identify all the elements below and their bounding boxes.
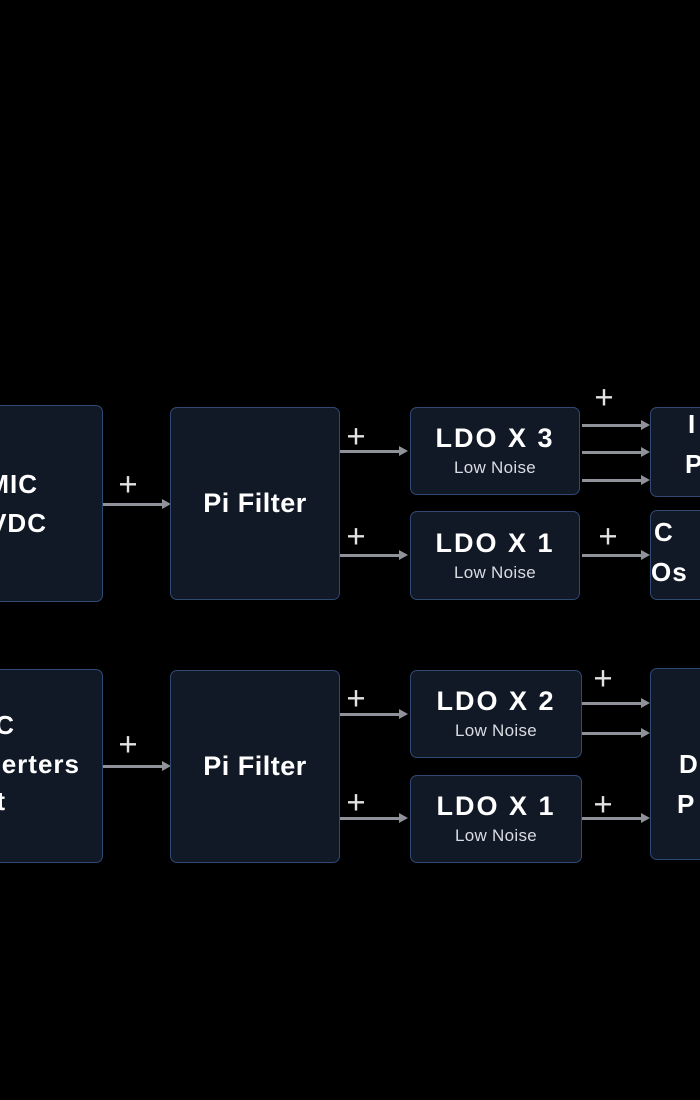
- dest-box-row1-bottom-text-line1: C: [654, 517, 674, 547]
- source-box-row1-text-line2: VDC: [0, 508, 47, 538]
- ldo-x1-row2-subtitle: Low Noise: [454, 826, 538, 845]
- plus-sign: +: [346, 517, 366, 555]
- arrow-head-icon: [641, 420, 650, 430]
- pi-filter-box-row1: Pi Filter: [170, 407, 340, 600]
- source-box-row2-text-line2: erters: [1, 749, 80, 779]
- ldo-x3-subtitle: Low Noise: [453, 458, 537, 477]
- arrow-head-icon: [641, 447, 650, 457]
- ldo-x3-box: LDO X 3 Low Noise: [410, 407, 580, 495]
- ldo-x2-subtitle: Low Noise: [454, 721, 538, 740]
- plus-sign: +: [593, 785, 613, 823]
- arrow: [103, 761, 171, 771]
- plus-sign: +: [118, 725, 138, 763]
- plus-sign: +: [346, 783, 366, 821]
- dest-box-row1-top: [650, 407, 700, 497]
- dest-box-row2-text-line2: P: [677, 789, 696, 819]
- plus-sign: +: [594, 378, 614, 416]
- arrow-head-icon: [399, 813, 408, 823]
- dest-box-row1-bottom-text-line2: Os: [651, 557, 688, 587]
- ldo-x1-box-row1: LDO X 1 Low Noise: [410, 511, 580, 600]
- arrow-head-icon: [162, 499, 171, 509]
- pi-filter-label: Pi Filter: [203, 488, 307, 518]
- ldo-x1-box-row2: LDO X 1 Low Noise: [410, 775, 582, 863]
- arrow: [582, 447, 650, 457]
- source-box-row2: [0, 669, 103, 863]
- arrow: [103, 499, 171, 509]
- arrow: [582, 728, 650, 738]
- pi-filter-box-row2: Pi Filter: [170, 670, 340, 863]
- plus-sign: +: [346, 417, 366, 455]
- source-box-row2-text-line1: C: [0, 710, 15, 740]
- plus-sign: +: [118, 465, 138, 503]
- arrow: [340, 709, 408, 719]
- source-box-row2-text-line3: t: [0, 786, 6, 816]
- arrow-head-icon: [641, 698, 650, 708]
- arrow-head-icon: [399, 550, 408, 560]
- arrow-head-icon: [641, 728, 650, 738]
- dest-box-row2: [650, 668, 700, 860]
- arrow-head-icon: [162, 761, 171, 771]
- plus-sign: +: [598, 517, 618, 555]
- arrow-head-icon: [641, 475, 650, 485]
- dest-box-row1-top-text-line2: P: [685, 449, 700, 479]
- arrow-head-icon: [399, 446, 408, 456]
- arrow: [340, 446, 408, 456]
- arrow-head-icon: [641, 813, 650, 823]
- ldo-x1-row1-subtitle: Low Noise: [453, 562, 537, 582]
- arrow: [582, 475, 650, 485]
- source-box-row1-text-line1: MIC: [0, 469, 38, 499]
- arrow-head-icon: [399, 709, 408, 719]
- arrow: [582, 550, 650, 560]
- arrow-head-icon: [641, 550, 650, 560]
- arrow: [582, 420, 650, 430]
- arrow: [582, 813, 650, 823]
- plus-sign: +: [593, 659, 613, 697]
- arrow: [582, 698, 650, 708]
- dest-box-row2-text-line1: D: [679, 749, 699, 779]
- ldo-x1-row1-title: LDO X 1: [435, 527, 555, 558]
- dest-box-row1-top-text-line1: I: [688, 409, 697, 439]
- arrow: [340, 550, 408, 560]
- ldo-x2-box: LDO X 2 Low Noise: [410, 670, 582, 758]
- pi-filter-label: Pi Filter: [203, 751, 307, 781]
- ldo-x3-title: LDO X 3: [435, 423, 555, 453]
- ldo-x2-title: LDO X 2: [436, 686, 556, 716]
- ldo-x1-row2-title: LDO X 1: [436, 791, 556, 821]
- source-box-row1: [0, 405, 103, 602]
- arrow: [340, 813, 408, 823]
- plus-sign: +: [346, 679, 366, 717]
- dest-box-row1-bottom: [650, 510, 700, 600]
